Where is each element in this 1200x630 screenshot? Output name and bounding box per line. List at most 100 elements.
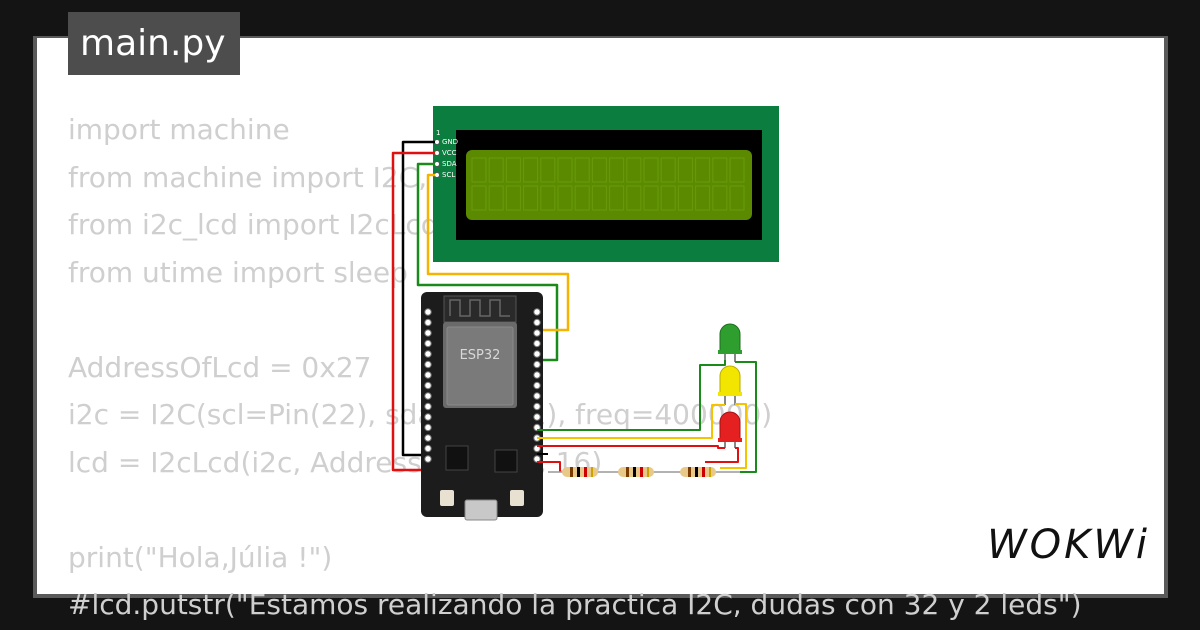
resistor-3[interactable] xyxy=(680,467,716,477)
lcd-char-cell xyxy=(471,185,487,211)
esp32-pin[interactable] xyxy=(424,308,432,316)
lcd-pin-label-1: 1 xyxy=(436,129,440,137)
esp32-pin[interactable] xyxy=(533,392,541,400)
lcd-char-grid xyxy=(471,157,745,211)
lcd-pin-label-scl: SCL xyxy=(442,171,455,179)
esp32-pin[interactable] xyxy=(424,392,432,400)
led-wires xyxy=(537,360,757,473)
esp32-pin[interactable] xyxy=(424,455,432,463)
led-red[interactable] xyxy=(718,411,742,448)
lcd-char-cell xyxy=(729,157,745,183)
esp32-chip-label: ESP32 xyxy=(460,348,501,363)
led-green-body xyxy=(719,323,741,353)
lcd-char-cell xyxy=(712,157,728,183)
resistors xyxy=(548,467,740,477)
esp32-pin[interactable] xyxy=(533,360,541,369)
lcd-char-cell xyxy=(591,185,607,211)
led-yellow-body xyxy=(719,365,741,395)
esp32-pin[interactable] xyxy=(424,350,432,358)
lcd-wires xyxy=(391,140,570,472)
code-line: import machine xyxy=(68,113,290,146)
wire-vcc xyxy=(391,151,435,472)
code-line: #lcd.putstr("Estamos realizando la pract… xyxy=(68,588,1082,621)
esp32-pins-right xyxy=(533,308,541,463)
lcd-char-cell xyxy=(660,157,676,183)
code-line: AddressOfLcd = 0x27 xyxy=(68,350,372,384)
esp32-pin[interactable] xyxy=(533,413,541,421)
lcd-char-cell xyxy=(677,185,693,211)
wire-led-green-gnd xyxy=(735,361,757,473)
wire-led-green-signal xyxy=(537,360,726,431)
esp32-pin[interactable] xyxy=(533,371,541,379)
lcd-char-cell xyxy=(557,185,573,211)
lcd-char-cell xyxy=(505,157,521,183)
lcd-char-cell xyxy=(523,185,539,211)
wire-scl xyxy=(426,173,570,332)
lcd-char-cell xyxy=(609,185,625,211)
wire-led-red-signal xyxy=(537,445,725,449)
lcd-pin-label-gnd: GND xyxy=(442,138,458,146)
resistor-2[interactable] xyxy=(618,467,654,477)
esp32-pin[interactable] xyxy=(424,381,432,390)
lcd-pin-gnd xyxy=(434,139,440,145)
esp32-pin[interactable] xyxy=(424,318,432,327)
esp32-pin[interactable] xyxy=(424,423,432,432)
lcd-display[interactable]: 1 GND VCC SDA SCL xyxy=(433,106,779,262)
led-yellow[interactable] xyxy=(718,365,742,405)
lcd-char-cell xyxy=(591,157,607,183)
wire-resistor-chain xyxy=(537,461,561,472)
esp32-pin[interactable] xyxy=(424,413,432,421)
lcd-char-cell xyxy=(488,157,504,183)
lcd-pin-label-vcc: VCC xyxy=(442,149,457,157)
esp32-pins-left xyxy=(424,308,432,463)
esp32-pin[interactable] xyxy=(533,381,541,390)
file-tab[interactable]: main.py xyxy=(68,12,240,75)
lcd-pin-sda xyxy=(434,161,440,167)
code-line: print("Hola,Júlia !") xyxy=(68,540,333,574)
esp32-pin[interactable] xyxy=(424,402,432,411)
esp32-usb-port xyxy=(464,499,498,521)
esp32-pin[interactable] xyxy=(533,318,541,327)
resistor-1[interactable] xyxy=(562,467,598,477)
lcd-char-cell xyxy=(729,185,745,211)
esp32-pin[interactable] xyxy=(424,444,432,453)
wire-gnd xyxy=(401,140,435,457)
esp32-usb-chip xyxy=(494,449,518,473)
code-line: from utime import sleep xyxy=(68,255,408,289)
esp32-board[interactable]: ESP32 xyxy=(421,292,543,521)
esp32-pin[interactable] xyxy=(533,402,541,411)
esp32-pin[interactable] xyxy=(424,360,432,369)
lcd-char-cell xyxy=(695,185,711,211)
lcd-pin-label-sda: SDA xyxy=(442,160,457,168)
esp32-pin[interactable] xyxy=(533,329,541,337)
esp32-pin[interactable] xyxy=(533,350,541,358)
esp32-regulator xyxy=(445,445,469,471)
lcd-char-cell xyxy=(660,185,676,211)
esp32-en-button xyxy=(510,490,524,506)
lcd-char-cell xyxy=(488,185,504,211)
lcd-char-cell xyxy=(643,185,659,211)
lcd-char-cell xyxy=(609,157,625,183)
lcd-pin-scl xyxy=(434,172,440,178)
lcd-char-cell xyxy=(557,157,573,183)
wire-led-red-gnd xyxy=(705,447,739,463)
lcd-char-cell xyxy=(505,185,521,211)
lcd-char-cell xyxy=(523,157,539,183)
esp32-antenna-trace xyxy=(449,299,510,317)
led-red-body xyxy=(719,411,741,441)
wire-led-yellow-gnd xyxy=(720,403,747,469)
esp32-shield xyxy=(446,326,514,406)
esp32-pin[interactable] xyxy=(533,339,541,348)
lcd-char-cell xyxy=(540,185,556,211)
lcd-char-cell xyxy=(574,185,590,211)
lcd-char-cell xyxy=(626,157,642,183)
esp32-pin[interactable] xyxy=(424,434,432,442)
led-green[interactable] xyxy=(718,323,742,362)
lcd-char-cell xyxy=(643,157,659,183)
esp32-pin[interactable] xyxy=(424,371,432,379)
esp32-pin[interactable] xyxy=(533,308,541,316)
esp32-pin[interactable] xyxy=(424,339,432,348)
lcd-char-cell xyxy=(540,157,556,183)
esp32-pin[interactable] xyxy=(424,329,432,337)
